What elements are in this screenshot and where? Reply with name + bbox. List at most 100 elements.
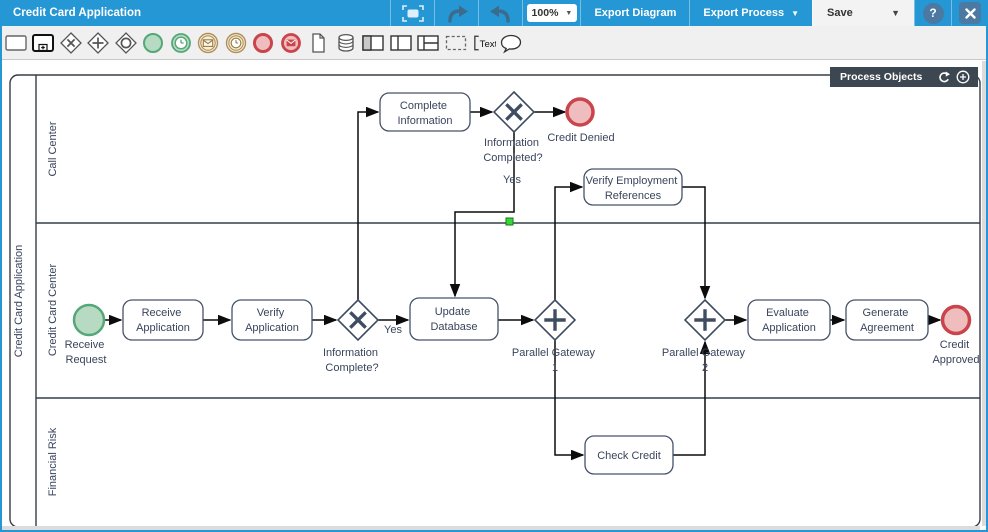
parallel-gateway-icon [87, 31, 109, 54]
toolbar-text-annotation-button[interactable]: Text [471, 28, 496, 58]
task-label: Complete Information [397, 100, 452, 127]
text-annotation-icon: Text [473, 35, 496, 50]
gateway-label: Information Complete? [323, 347, 381, 374]
close-icon [964, 7, 976, 19]
zoom-value: 100% [531, 7, 559, 19]
waypoint-handle[interactable] [505, 217, 514, 226]
start-event-label: Receive Request [65, 339, 108, 366]
timer-start-event-icon [170, 32, 191, 53]
task-complete-information[interactable]: Complete Information [379, 92, 471, 132]
toolbar-message-intermediate-event-button[interactable] [196, 28, 221, 58]
inclusive-gateway-icon [114, 31, 137, 54]
task-label: Evaluate Application [762, 307, 816, 334]
task-verify-application[interactable]: Verify Application [231, 299, 313, 341]
window-titlebar: Credit Card Application [0, 0, 988, 26]
vertical-scrollbar[interactable] [982, 61, 986, 526]
flow-label-yes-complete: Yes [384, 324, 402, 336]
add-icon[interactable] [956, 70, 970, 84]
toolbar-message-end-event-button[interactable] [278, 28, 303, 58]
start-event-receive-request[interactable]: Receive Request [65, 303, 108, 366]
toolbar-timer-start-event-button[interactable] [168, 28, 193, 58]
vertical-lane-icon [389, 34, 412, 51]
process-objects-panel: Process Objects [830, 67, 978, 87]
toolbar-document-button[interactable] [306, 28, 331, 58]
horizontal-scrollbar[interactable] [2, 526, 980, 530]
export-process-button[interactable]: Export Process ▼ [689, 0, 812, 26]
task-verify-employment-references[interactable]: Verify Employment References [583, 168, 683, 206]
redo-button[interactable] [434, 0, 478, 26]
flow-info-complete-to-complete-information[interactable] [357, 106, 380, 300]
help-button[interactable]: ? [914, 0, 951, 26]
diagram-canvas[interactable]: Credit Card Application Call Center Cred… [0, 60, 988, 532]
toolbar-inclusive-gateway-button[interactable] [113, 28, 138, 58]
fullscreen-button[interactable] [390, 0, 434, 26]
subprocess-icon [32, 33, 54, 52]
toolbar-annotation-button[interactable] [498, 28, 523, 58]
export-diagram-button[interactable]: Export Diagram [580, 0, 689, 26]
flow-label-yes-completed: Yes [503, 174, 521, 186]
task-label: Generate Agreement [860, 307, 914, 334]
toolbar-task-button[interactable] [3, 28, 28, 58]
fullscreen-icon [402, 4, 424, 22]
task-label: Check Credit [597, 450, 661, 462]
toolbar-vertical-lane-button[interactable] [388, 28, 413, 58]
help-icon: ? [929, 6, 937, 20]
save-button[interactable]: Save ▼ [812, 0, 914, 26]
gateway-label: Information Completed? [483, 137, 542, 164]
redo-icon [448, 5, 468, 23]
zoom-select[interactable]: 100% ▼ [522, 0, 580, 26]
horizontal-lane-icon [417, 34, 439, 51]
task-update-database[interactable]: Update Database [409, 297, 499, 341]
undo-button[interactable] [478, 0, 522, 26]
toolbar-exclusive-gateway-button[interactable] [58, 28, 83, 58]
message-intermediate-event-icon [197, 32, 219, 53]
dropdown-caret-icon: ▼ [791, 8, 799, 18]
timer-intermediate-event-icon [225, 32, 246, 53]
sequence-flows [104, 106, 942, 461]
task-check-credit[interactable]: Check Credit [584, 435, 674, 475]
zoom-caret-icon: ▼ [565, 9, 573, 17]
lane-label-credit-card-center: Credit Card Center [47, 264, 59, 357]
task-evaluate-application[interactable]: Evaluate Application [747, 299, 831, 341]
task-receive-application[interactable]: Receive Application [122, 299, 204, 341]
parallel-gateway-1[interactable]: Parallel Gateway 1 [512, 298, 598, 374]
shape-toolbar: Text [0, 26, 988, 60]
gateway-information-completed[interactable]: Information Completed? [483, 90, 543, 164]
flow-parallel-gateway-1-to-check-credit[interactable] [554, 340, 585, 461]
parallel-gateway-2[interactable]: Parallel Gateway 2 [662, 298, 748, 374]
exclusive-gateway-icon [59, 31, 82, 54]
toolbar-parallel-gateway-button[interactable] [86, 28, 111, 58]
end-event-credit-approved[interactable]: Credit Approved [932, 304, 980, 367]
group-icon [445, 35, 466, 50]
pool-label: Credit Card Application [13, 245, 25, 358]
task-label: Verify Employment References [586, 175, 681, 202]
svg-text:Text: Text [479, 38, 495, 49]
flow-info-completed-yes-to-update-database[interactable] [449, 132, 515, 298]
gateway-label: Parallel Gateway 2 [662, 347, 748, 374]
lane-label-financial-risk: Financial Risk [47, 427, 59, 496]
database-icon [337, 33, 354, 52]
close-button[interactable] [951, 0, 988, 26]
end-event-label: Credit Denied [547, 132, 614, 144]
toolbar-horizontal-lane-button[interactable] [416, 28, 441, 58]
toolbar-pool-button[interactable] [361, 28, 386, 58]
toolbar-end-event-button[interactable] [251, 28, 276, 58]
end-event-icon [253, 32, 273, 53]
end-event-label: Credit Approved [932, 339, 979, 366]
flow-parallel-gateway-1-to-verify-employment[interactable] [554, 181, 584, 300]
toolbar-start-event-button[interactable] [141, 28, 166, 58]
end-event-credit-denied[interactable]: Credit Denied [547, 97, 615, 144]
message-end-event-icon [280, 32, 301, 53]
toolbar-database-button[interactable] [333, 28, 358, 58]
refresh-icon[interactable] [937, 70, 950, 84]
window-title: Credit Card Application [13, 7, 141, 19]
document-icon [312, 32, 325, 53]
toolbar-subprocess-button[interactable] [31, 28, 56, 58]
toolbar-group-button[interactable] [443, 28, 468, 58]
flow-check-credit-to-parallel-gateway-2[interactable] [673, 340, 711, 456]
flow-verify-employment-to-parallel-gateway-2[interactable] [682, 186, 711, 300]
gateway-information-complete[interactable]: Information Complete? [323, 298, 381, 374]
task-generate-agreement[interactable]: Generate Agreement [845, 299, 929, 341]
toolbar-timer-intermediate-event-button[interactable] [223, 28, 248, 58]
